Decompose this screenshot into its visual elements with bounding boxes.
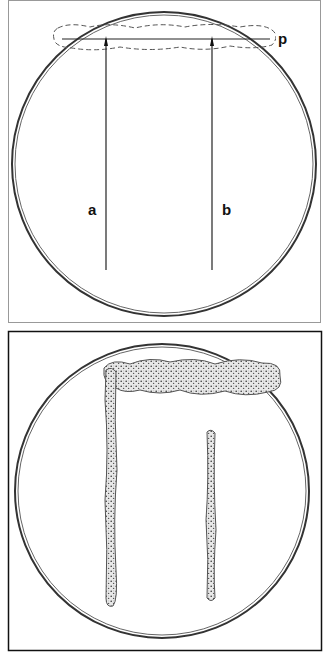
tick-mark bbox=[104, 36, 108, 46]
growth-b bbox=[206, 430, 216, 600]
panel-frame bbox=[9, 1, 321, 323]
growth-a bbox=[105, 368, 117, 606]
panel-frame bbox=[9, 332, 322, 651]
streak-a bbox=[105, 39, 106, 270]
petri-dish bbox=[12, 12, 316, 316]
petri-dish-rim bbox=[18, 347, 306, 635]
petri-dish-rim bbox=[15, 15, 313, 313]
tick-mark bbox=[210, 36, 214, 46]
part-label: a bbox=[86, 202, 98, 217]
part-label: p bbox=[276, 31, 289, 46]
growth-outline bbox=[54, 25, 277, 50]
part-label: b bbox=[220, 202, 233, 217]
petri-dish bbox=[15, 344, 309, 638]
growth-p bbox=[104, 359, 281, 394]
streak-p bbox=[62, 38, 270, 39]
streak-b bbox=[211, 39, 212, 270]
